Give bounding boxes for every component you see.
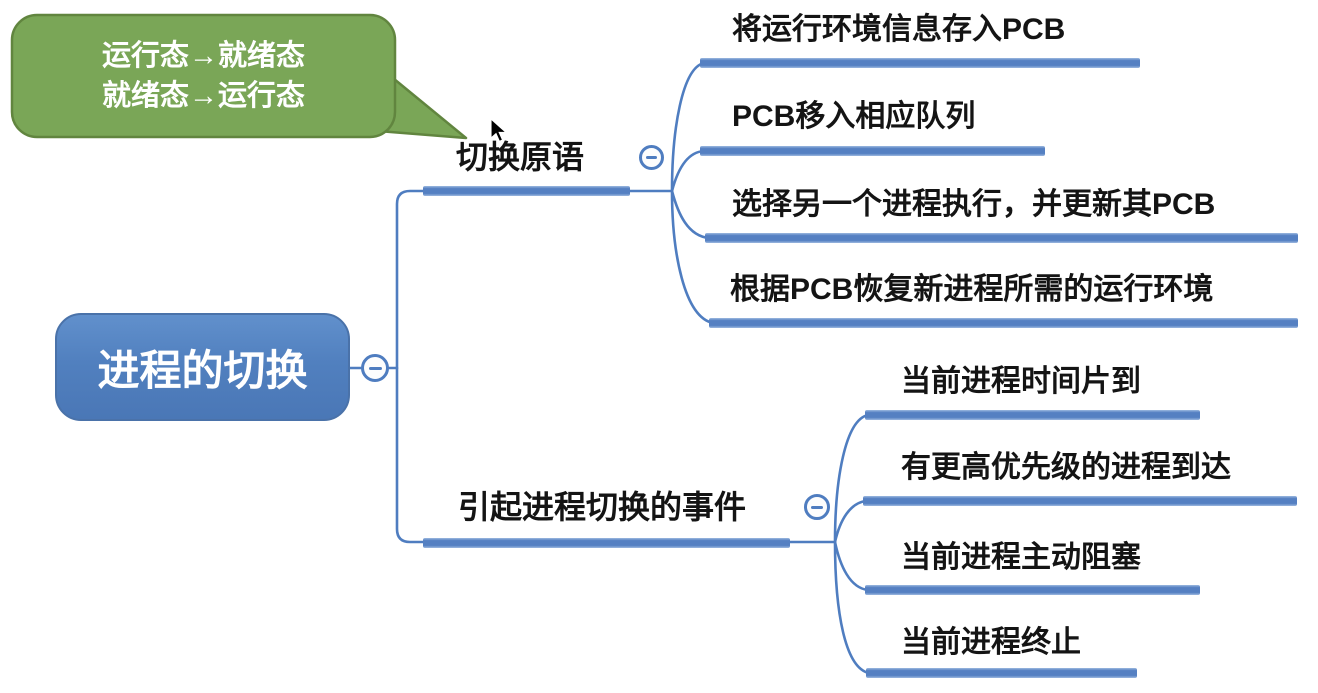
branch1-curve-2 bbox=[670, 149, 706, 193]
branch2-underline bbox=[423, 538, 790, 548]
branch1-collapse-minus-icon[interactable] bbox=[639, 145, 664, 170]
branch1-curve-1 bbox=[670, 61, 706, 193]
branch1-child1-topic[interactable]: 将运行环境信息存入PCB bbox=[732, 13, 1066, 46]
branch1-child4-topic[interactable]: 根据PCB恢复新进程所需的运行环境 bbox=[730, 273, 1214, 306]
branch2-child3-topic[interactable]: 当前进程主动阻塞 bbox=[901, 541, 1141, 574]
branch2-child3-underline bbox=[865, 585, 1200, 595]
branch2-curve-2 bbox=[833, 499, 868, 544]
minus-glyph bbox=[646, 156, 657, 159]
callout-bubble bbox=[10, 13, 397, 139]
root-topic[interactable]: 进程的切换 bbox=[55, 313, 350, 421]
branch2-curve-3 bbox=[833, 540, 870, 592]
branch2-child1-topic[interactable]: 当前进程时间片到 bbox=[901, 365, 1141, 398]
branch2-collapse-minus-icon[interactable] bbox=[804, 494, 830, 520]
callout-line-1: 运行态→就绪态 bbox=[101, 40, 305, 72]
branch1-topic[interactable]: 切换原语 bbox=[456, 139, 585, 175]
branch2-child2-topic[interactable]: 有更高优先级的进程到达 bbox=[901, 451, 1231, 484]
mouse-cursor-icon bbox=[490, 119, 508, 143]
branch1-child1-underline bbox=[700, 58, 1140, 68]
callout-note[interactable]: 运行态→就绪态 就绪态→运行态 bbox=[12, 15, 395, 137]
branch1-curve-3 bbox=[670, 189, 711, 240]
root-collapse-minus-icon[interactable] bbox=[361, 354, 389, 382]
branch1-underline bbox=[423, 186, 630, 196]
branch1-child2-underline bbox=[700, 146, 1045, 156]
root-topic-label: 进程的切换 bbox=[97, 346, 308, 394]
branch1-curve-4 bbox=[670, 189, 715, 325]
minus-glyph bbox=[368, 366, 382, 370]
branch2-child4-topic[interactable]: 当前进程终止 bbox=[901, 626, 1081, 659]
branch2-curve-4 bbox=[833, 540, 871, 675]
branch1-child2-topic[interactable]: PCB移入相应队列 bbox=[732, 100, 976, 133]
branch1-child4-underline bbox=[709, 318, 1298, 328]
trunk-bracket-line bbox=[395, 189, 425, 544]
minus-glyph bbox=[811, 505, 823, 509]
branch2-child1-underline bbox=[865, 410, 1200, 420]
branch2-child4-underline bbox=[866, 668, 1137, 678]
branch2-child2-underline bbox=[863, 496, 1297, 506]
branch2-topic[interactable]: 引起进程切换的事件 bbox=[458, 489, 747, 525]
callout-line-2: 就绪态→运行态 bbox=[101, 80, 305, 112]
branch1-child3-topic[interactable]: 选择另一个进程执行，并更新其PCB bbox=[732, 188, 1216, 221]
branch2-curve-1 bbox=[833, 413, 870, 544]
branch1-child3-underline bbox=[705, 233, 1298, 243]
